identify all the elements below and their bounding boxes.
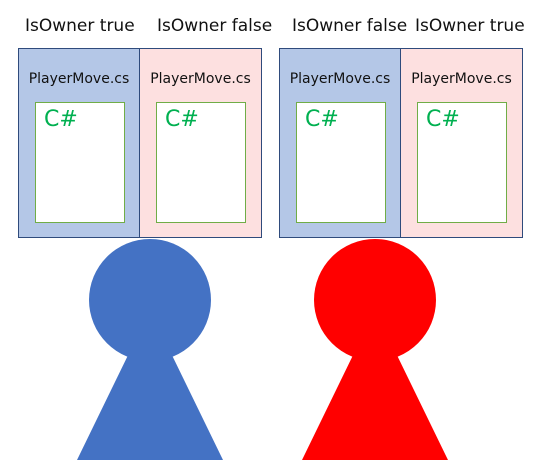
csharp-label: C# [426, 107, 460, 132]
script-card: C# [156, 102, 246, 223]
script-card: C# [417, 102, 507, 223]
script-card: C# [296, 102, 386, 223]
header-group2-right: IsOwner true [415, 16, 525, 36]
header-group1-left: IsOwner true [25, 16, 135, 36]
csharp-label: C# [44, 107, 78, 132]
panel-group1-right: PlayerMove.cs C# [140, 49, 261, 237]
file-label: PlayerMove.cs [411, 71, 512, 87]
header-group1-right: IsOwner false [157, 16, 273, 36]
player-red-figure [302, 239, 448, 460]
file-label: PlayerMove.cs [150, 71, 251, 87]
player-blue-head [89, 239, 211, 361]
panel-group-1: PlayerMove.cs C# PlayerMove.cs C# [18, 48, 262, 238]
panel-group2-right: PlayerMove.cs C# [401, 49, 522, 237]
player-red-head [314, 239, 436, 361]
csharp-label: C# [305, 107, 339, 132]
csharp-label: C# [165, 107, 199, 132]
script-card: C# [35, 102, 125, 223]
panel-group-2: PlayerMove.cs C# PlayerMove.cs C# [279, 48, 523, 238]
header-group2-left: IsOwner false [292, 16, 408, 36]
player-red-body [302, 310, 448, 460]
file-label: PlayerMove.cs [28, 71, 130, 87]
panel-group1-left: PlayerMove.cs C# [19, 49, 140, 237]
panel-group2-left: PlayerMove.cs C# [280, 49, 401, 237]
player-blue-body [77, 310, 223, 460]
file-label: PlayerMove.cs [289, 71, 391, 87]
player-blue-figure [77, 239, 223, 460]
